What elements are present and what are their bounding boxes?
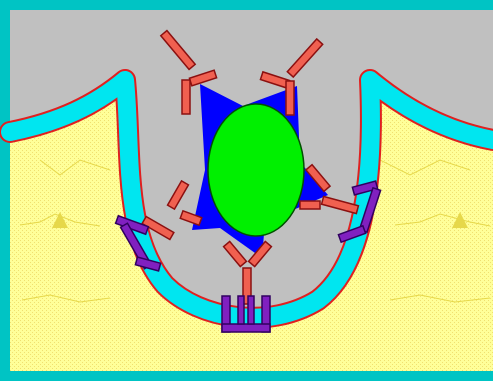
antigen-core bbox=[208, 104, 304, 236]
